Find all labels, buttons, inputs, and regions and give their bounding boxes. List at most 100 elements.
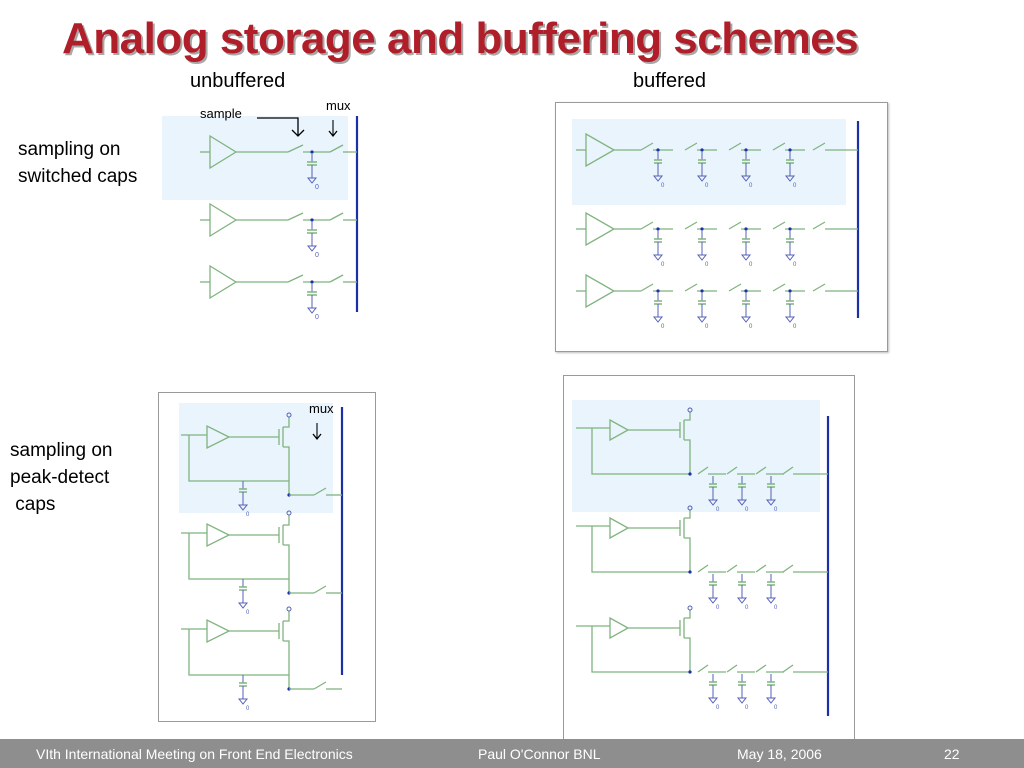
- arrow-icon: [328, 130, 338, 138]
- ground-label: 0: [705, 183, 709, 189]
- node-dot: [788, 227, 792, 231]
- ground-label: 0: [246, 706, 250, 712]
- wire: [684, 537, 691, 572]
- amplifier-icon: [206, 618, 231, 644]
- node-dot: [287, 591, 291, 595]
- ground-icon: [765, 499, 777, 506]
- ground-label: 0: [793, 183, 797, 189]
- mux-label: mux: [326, 98, 351, 113]
- node-dot: [310, 150, 314, 154]
- ground-label: 0: [745, 605, 749, 611]
- ground-icon: [306, 177, 318, 184]
- ground-icon: [740, 254, 752, 261]
- node-dot: [744, 148, 748, 152]
- ground-icon: [765, 597, 777, 604]
- switch-icon: [313, 585, 327, 594]
- switch-icon: [684, 283, 698, 292]
- ground-label: 0: [315, 184, 319, 191]
- ground-icon: [707, 597, 719, 604]
- switch-icon: [812, 221, 826, 230]
- amplifier-icon: [609, 418, 630, 442]
- switch-icon: [287, 274, 304, 283]
- ground-label: 0: [246, 610, 250, 616]
- wire: [591, 428, 690, 475]
- amplifier-icon: [209, 202, 238, 238]
- ground-label: 0: [749, 324, 753, 330]
- ground-label: 0: [246, 512, 250, 518]
- row-label-peak-detect-caps: sampling on peak-detect caps: [10, 440, 113, 515]
- switch-icon: [755, 664, 767, 673]
- ground-label: 0: [716, 605, 720, 611]
- ground-label: 0: [774, 507, 778, 513]
- node-dot: [700, 148, 704, 152]
- switch-icon: [313, 681, 327, 690]
- ground-label: 0: [705, 324, 709, 330]
- switch-icon: [726, 466, 738, 475]
- switch-icon: [329, 274, 344, 283]
- switch-icon: [684, 142, 698, 151]
- amplifier-icon: [585, 273, 616, 309]
- ground-label: 0: [793, 324, 797, 330]
- amplifier-icon: [206, 522, 231, 548]
- ground-icon: [652, 316, 664, 323]
- amplifier-icon: [585, 211, 616, 247]
- switch-icon: [640, 221, 654, 230]
- amplifier-icon: [206, 424, 231, 450]
- node-dot: [688, 570, 692, 574]
- row-label-switched-caps: sampling on switched caps: [18, 139, 138, 187]
- switch-icon: [287, 212, 304, 221]
- node-dot: [656, 289, 660, 293]
- ground-icon: [736, 499, 748, 506]
- switch-icon: [684, 221, 698, 230]
- amplifier-icon: [609, 516, 630, 540]
- supply-node: [687, 505, 693, 511]
- wire: [283, 640, 290, 689]
- amplifier-icon: [209, 264, 238, 300]
- ground-icon: [784, 254, 796, 261]
- ground-label: 0: [661, 183, 665, 189]
- footer-page-number: 22: [944, 746, 960, 762]
- supply-node: [687, 605, 693, 611]
- wire: [684, 439, 691, 474]
- wire: [188, 533, 289, 580]
- switch-icon: [728, 142, 742, 151]
- switch-icon: [772, 221, 786, 230]
- wire: [188, 435, 289, 482]
- ground-icon: [237, 698, 249, 705]
- node-dot: [744, 227, 748, 231]
- ground-label: 0: [774, 705, 778, 711]
- footer-bar: VIth International Meeting on Front End …: [0, 739, 1024, 768]
- switch-icon: [640, 283, 654, 292]
- node-dot: [788, 289, 792, 293]
- ground-icon: [736, 597, 748, 604]
- ground-label: 0: [705, 262, 709, 268]
- ground-icon: [696, 316, 708, 323]
- footer-conference: VIth International Meeting on Front End …: [36, 746, 353, 762]
- wire: [684, 510, 691, 519]
- highlighted-channel: [572, 119, 846, 205]
- amplifier-icon: [209, 134, 238, 170]
- schematic-drawing: 0 0 0: [181, 407, 344, 712]
- wire: [283, 417, 290, 428]
- wire: [283, 611, 290, 622]
- highlighted-channel: [162, 116, 348, 200]
- wire: [591, 626, 690, 673]
- ground-label: 0: [661, 324, 665, 330]
- wire: [188, 629, 289, 676]
- node-dot: [310, 280, 314, 284]
- node-dot: [656, 227, 660, 231]
- switch-icon: [726, 564, 738, 573]
- schematic-drawing: 000: [200, 116, 359, 321]
- ground-icon: [237, 602, 249, 609]
- ground-label: 0: [315, 252, 319, 259]
- switch-icon: [313, 487, 327, 496]
- switch-icon: [812, 283, 826, 292]
- amplifier-icon: [609, 616, 630, 640]
- ground-label: 0: [793, 262, 797, 268]
